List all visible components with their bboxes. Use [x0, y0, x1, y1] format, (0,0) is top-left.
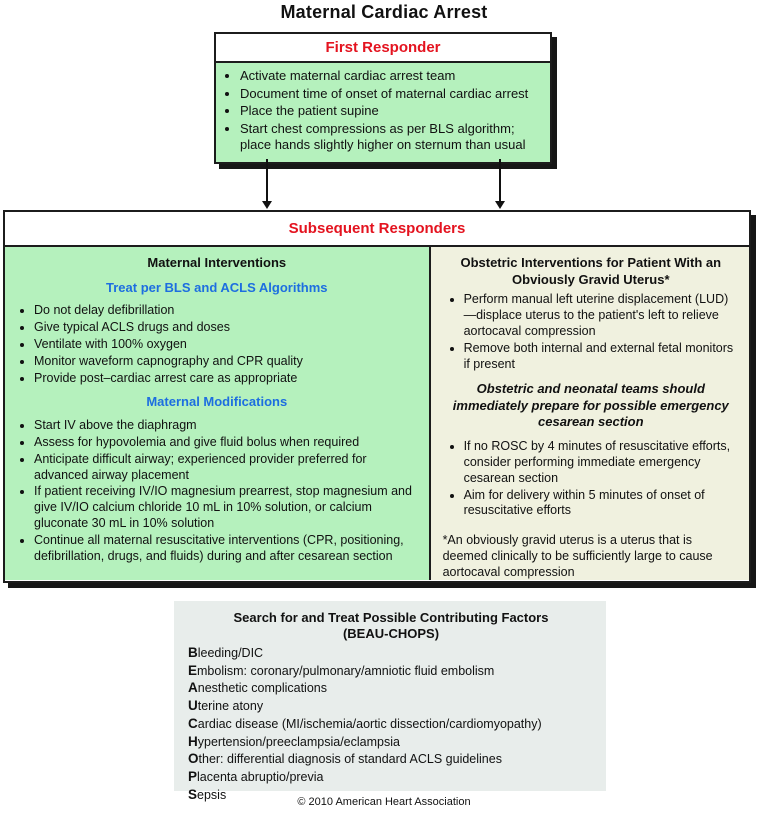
first-responder-box: First Responder Activate maternal cardia…	[214, 32, 552, 164]
obstetric-interventions-title: Obstetric Interventions for Patient With…	[460, 255, 722, 287]
beau-chops-item: Placenta abruptio/previa	[188, 769, 324, 784]
contributing-factors-title-line2: (BEAU-CHOPS)	[342, 626, 440, 642]
bullet-item: Activate maternal cardiac arrest team	[240, 68, 544, 85]
gravid-uterus-footnote: *An obviously gravid uterus is a uterus …	[442, 533, 713, 579]
bullet-item: Place the patient supine	[240, 103, 544, 120]
maternal-interventions-column: Maternal Interventions Treat per BLS and…	[5, 247, 431, 580]
obstetric-bullets-bottom: If no ROSC by 4 minutes of resuscitative…	[443, 439, 739, 519]
copyright-notice: © 2010 American Heart Association	[297, 796, 471, 808]
maternal-modifications-subtitle: Maternal Modifications	[146, 394, 288, 410]
bullet-item: Monitor waveform capnography and CPR qua…	[34, 354, 421, 370]
bullet-item: Give typical ACLS drugs and doses	[34, 320, 421, 336]
beau-chops-item: Sepsis	[188, 786, 227, 802]
maternal-interventions-title: Maternal Interventions	[147, 255, 287, 270]
beau-chops-item: Other: differential diagnosis of standar…	[188, 751, 502, 767]
treat-per-bls-acls-subtitle: Treat per BLS and ACLS Algorithms	[106, 279, 328, 295]
bullet-item: Do not delay defibrillation	[34, 303, 421, 319]
subsequent-responders-columns: Maternal Interventions Treat per BLS and…	[5, 247, 749, 580]
first-responder-header: First Responder	[216, 34, 550, 63]
subsequent-responders-box: Subsequent Responders Maternal Intervent…	[3, 210, 751, 583]
bullet-item: Start IV above the diaphragm	[34, 418, 421, 434]
beau-chops-item: Uterine atony	[188, 698, 264, 713]
arrow-head-icon	[495, 201, 505, 209]
bullet-item: Ventilate with 100% oxygen	[34, 337, 421, 353]
contributing-factors-title-line1: Search for and Treat Possible Contributi…	[233, 610, 549, 625]
flow-arrow-left	[262, 159, 272, 209]
contributing-factors-title: Search for and Treat Possible Contributi…	[188, 610, 594, 643]
beau-chops-item: Embolism: coronary/pulmonary/amniotic fl…	[188, 662, 495, 678]
obstetric-bullets-top: Perform manual left uterine displacement…	[443, 292, 739, 372]
bullet-item: Continue all maternal resuscitative inte…	[34, 533, 421, 565]
bullet-item: If patient receiving IV/IO magnesium pre…	[34, 484, 421, 532]
bullet-item: Perform manual left uterine displacement…	[464, 292, 739, 340]
flow-arrow-right	[495, 159, 505, 209]
bullet-item: Assess for hypovolemia and give fluid bo…	[34, 435, 421, 451]
maternal-modifications-bullets: Start IV above the diaphragmAssess for h…	[13, 418, 421, 565]
bullet-item: Remove both internal and external fetal …	[464, 341, 739, 373]
beau-chops-item: Hypertension/preeclampsia/eclampsia	[188, 733, 400, 749]
beau-chops-item: Cardiac disease (MI/ischemia/aortic diss…	[188, 715, 542, 731]
bullet-item: If no ROSC by 4 minutes of resuscitative…	[464, 439, 739, 487]
bullet-item: Start chest compressions as per BLS algo…	[240, 121, 544, 154]
beau-chops-list: Bleeding/DIC Embolism: coronary/pulmonary…	[188, 644, 594, 804]
beau-chops-item: Anesthetic complications	[188, 680, 327, 696]
beau-chops-item: Bleeding/DIC	[188, 644, 264, 660]
subsequent-responders-header: Subsequent Responders	[5, 212, 749, 247]
bullet-item: Aim for delivery within 5 minutes of ons…	[464, 488, 739, 520]
bullet-item: Provide post–cardiac arrest care as appr…	[34, 371, 421, 387]
bullet-item: Anticipate difficult airway; experienced…	[34, 452, 421, 484]
page-title: Maternal Cardiac Arrest	[280, 2, 488, 22]
arrow-head-icon	[262, 201, 272, 209]
first-responder-bullets: Activate maternal cardiac arrest teamDoc…	[216, 63, 550, 162]
obstetric-interventions-column: Obstetric Interventions for Patient With…	[430, 247, 749, 580]
contributing-factors-box: Search for and Treat Possible Contributi…	[174, 601, 606, 802]
maternal-bls-acls-bullets: Do not delay defibrillationGive typical …	[13, 303, 421, 386]
bullet-item: Document time of onset of maternal cardi…	[240, 86, 544, 103]
obstetric-emphasis-note: Obstetric and neonatal teams should imme…	[452, 381, 729, 430]
